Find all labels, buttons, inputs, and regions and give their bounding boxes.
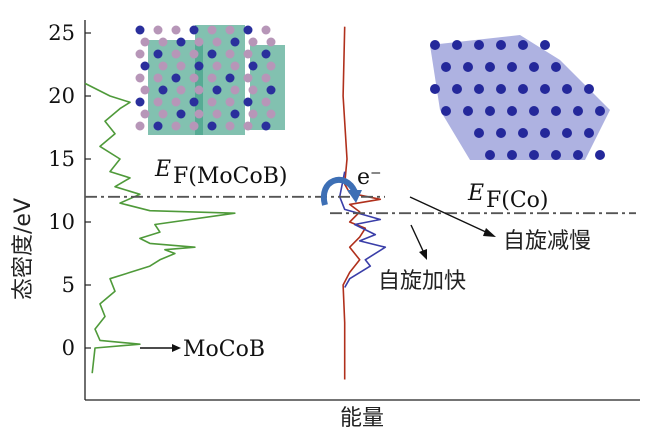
spin-up-label: 自旋加快 [378, 269, 466, 294]
fermi-co-label-sub: F(Co) [486, 188, 549, 213]
spin-up-arrowhead-icon [419, 249, 427, 260]
co-crystal-structure-image [430, 35, 610, 160]
dos-series-line-2 [338, 171, 387, 288]
mocob-arrowhead-icon [172, 344, 181, 352]
y-tick-label: 15 [48, 147, 75, 171]
mocob-label: MoCoB [183, 337, 265, 362]
fermi-co-label-main: E [467, 181, 484, 206]
fermi-mocob-label-main: E [154, 157, 171, 182]
dos-series-line-1 [342, 26, 382, 380]
y-tick-label: 20 [48, 84, 75, 108]
y-tick-label: 10 [48, 210, 75, 234]
fermi-mocob-label-sub: F(MoCoB) [173, 164, 287, 189]
dos-series-line-0 [84, 82, 236, 374]
electron-arrowhead-icon [347, 190, 362, 203]
y-tick-label: 0 [62, 336, 75, 360]
electron-label: e⁻ [357, 165, 382, 190]
mocob-crystal-structure-image [135, 25, 285, 135]
y-tick-label: 5 [62, 273, 75, 297]
spin-down-label: 自旋减慢 [503, 229, 591, 254]
spin-down-arrow [409, 196, 489, 234]
y-tick-label: 25 [48, 21, 75, 45]
x-axis-title: 能量 [340, 406, 384, 431]
spin-down-arrowhead-icon [483, 228, 496, 237]
spin-up-arrow [410, 224, 425, 254]
electron-transfer-arrow-icon [320, 177, 358, 206]
y-axis-title: 态密度/eV [11, 198, 36, 300]
